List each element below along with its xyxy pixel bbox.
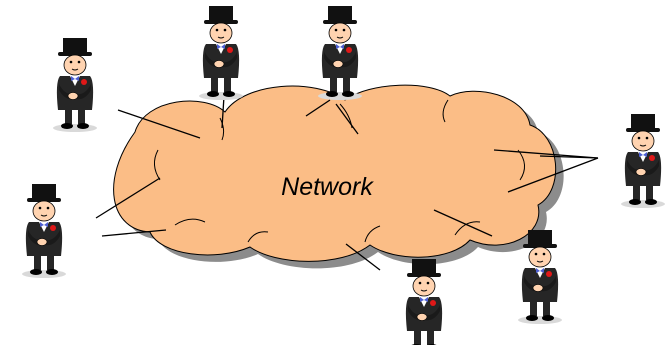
network-connections [95,95,599,271]
businessman-bottom-middle [401,258,447,345]
connection-line [539,155,599,159]
connection-line [117,109,201,139]
businessman-left-bottom [21,183,67,279]
connection-line [433,209,493,237]
businessman-top-middle-right [317,5,363,101]
network-cloud [113,84,557,262]
connection-line [221,95,225,129]
businessman-bottom-right [517,229,563,325]
connection-line [507,157,599,193]
connection-line [345,243,381,271]
connection-line [305,99,331,117]
connection-line [95,177,161,219]
businessman-right [620,113,666,209]
connection-line [335,103,359,135]
connection-line [101,229,167,237]
businessman-left-top [52,37,98,133]
businessman-top-middle-left [198,5,244,101]
connection-line [493,149,599,159]
network-label: Network [281,173,374,201]
